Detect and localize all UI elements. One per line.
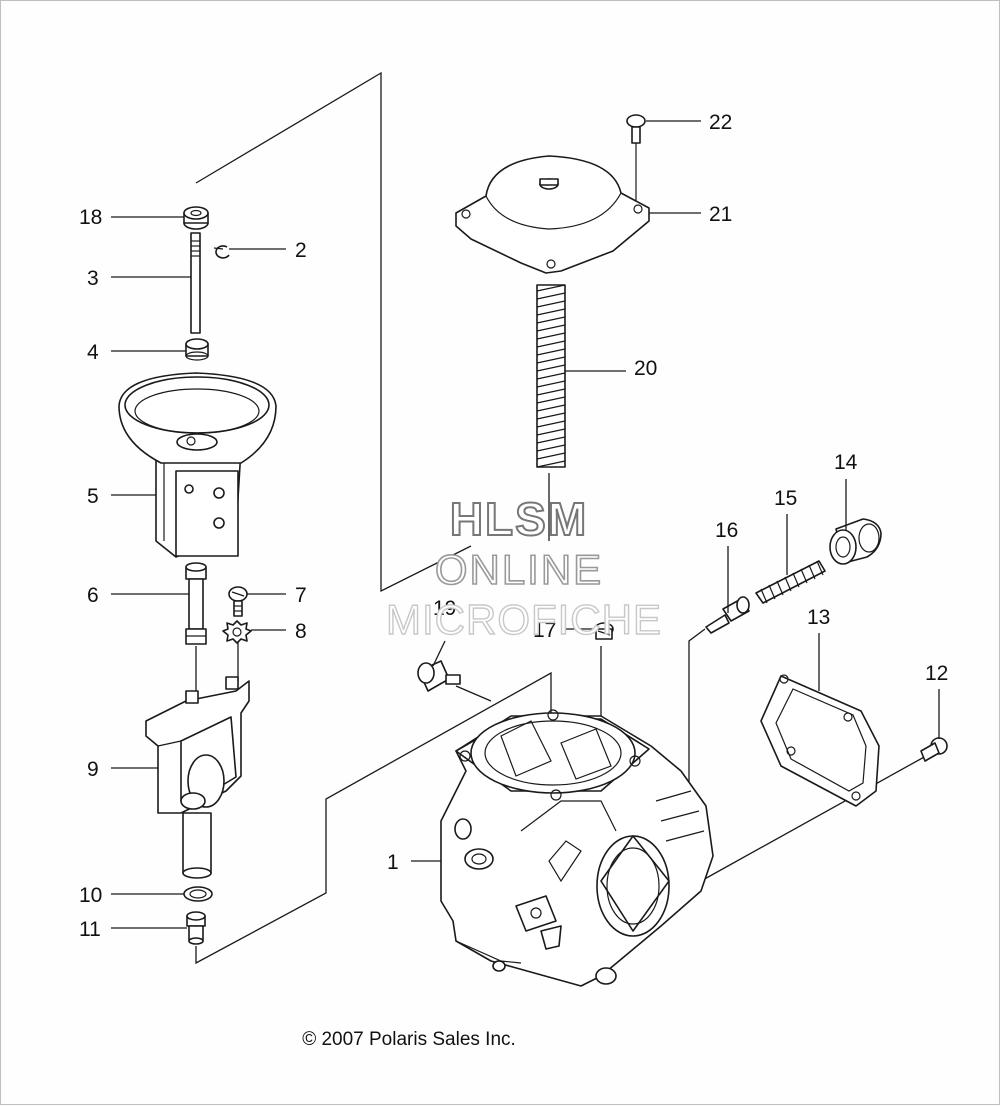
assembly-line-bottom [195, 671, 552, 965]
callout-1: 1 [387, 851, 399, 874]
assembly-line-top [195, 71, 472, 593]
part-15-spring [755, 560, 826, 604]
callout-4: 4 [87, 341, 99, 364]
assembly-line-screw [455, 685, 492, 702]
part-13-gasket [760, 674, 880, 807]
callout-8: 8 [295, 620, 307, 643]
leader-19 [432, 640, 446, 667]
part-20-spring [536, 284, 566, 468]
copyright-text: © 2007 Polaris Sales Inc. [302, 1029, 516, 1050]
part-17-pilot-jet [594, 622, 614, 640]
callout-10: 10 [79, 884, 102, 907]
callout-2: 2 [295, 239, 307, 262]
part-12-screw [920, 737, 948, 762]
part-22-screw [626, 114, 646, 201]
part-6-needle-jet [185, 562, 207, 645]
callout-3: 3 [87, 267, 99, 290]
part-14-cap [829, 518, 882, 565]
callout-7: 7 [295, 584, 307, 607]
part-16-plunger [705, 596, 750, 634]
part-9-jet-holder [145, 676, 250, 879]
callout-9: 9 [87, 758, 99, 781]
part-18-spring-seat [183, 206, 209, 230]
callout-5: 5 [87, 485, 99, 508]
callout-21: 21 [709, 203, 732, 226]
callout-6: 6 [87, 584, 99, 607]
callout-11: 11 [79, 918, 101, 941]
callout-19: 19 [433, 597, 456, 620]
watermark-line-3: MICROFICHE [386, 596, 662, 643]
watermark-line-1: HLSM [450, 493, 588, 545]
assembly-line-cover [700, 755, 927, 882]
part-8-star-washer [222, 620, 252, 644]
part-2-e-clip [213, 245, 230, 259]
callout-16: 16 [715, 519, 738, 542]
part-21-top-cover [455, 155, 650, 274]
watermark: HLSM ONLINE MICROFICHE [385, 492, 662, 644]
callout-18: 18 [79, 206, 102, 229]
callout-22: 22 [709, 111, 732, 134]
part-11-main-jet [186, 911, 206, 945]
part-7-screw [228, 586, 248, 617]
callout-20: 20 [634, 357, 657, 380]
part-19-screw [417, 660, 461, 692]
callout-13: 13 [807, 606, 830, 629]
callout-17: 17 [533, 619, 556, 642]
part-4-spacer [185, 338, 209, 361]
part-5-diaphragm-piston [118, 372, 277, 558]
part-10-o-ring [183, 886, 213, 902]
watermark-line-2: ONLINE [435, 546, 603, 593]
callout-12: 12 [925, 662, 948, 685]
callout-14: 14 [834, 451, 858, 474]
callout-15: 15 [774, 487, 797, 510]
part-1-carburetor-body [440, 709, 714, 987]
part-3-jet-needle [190, 232, 201, 334]
